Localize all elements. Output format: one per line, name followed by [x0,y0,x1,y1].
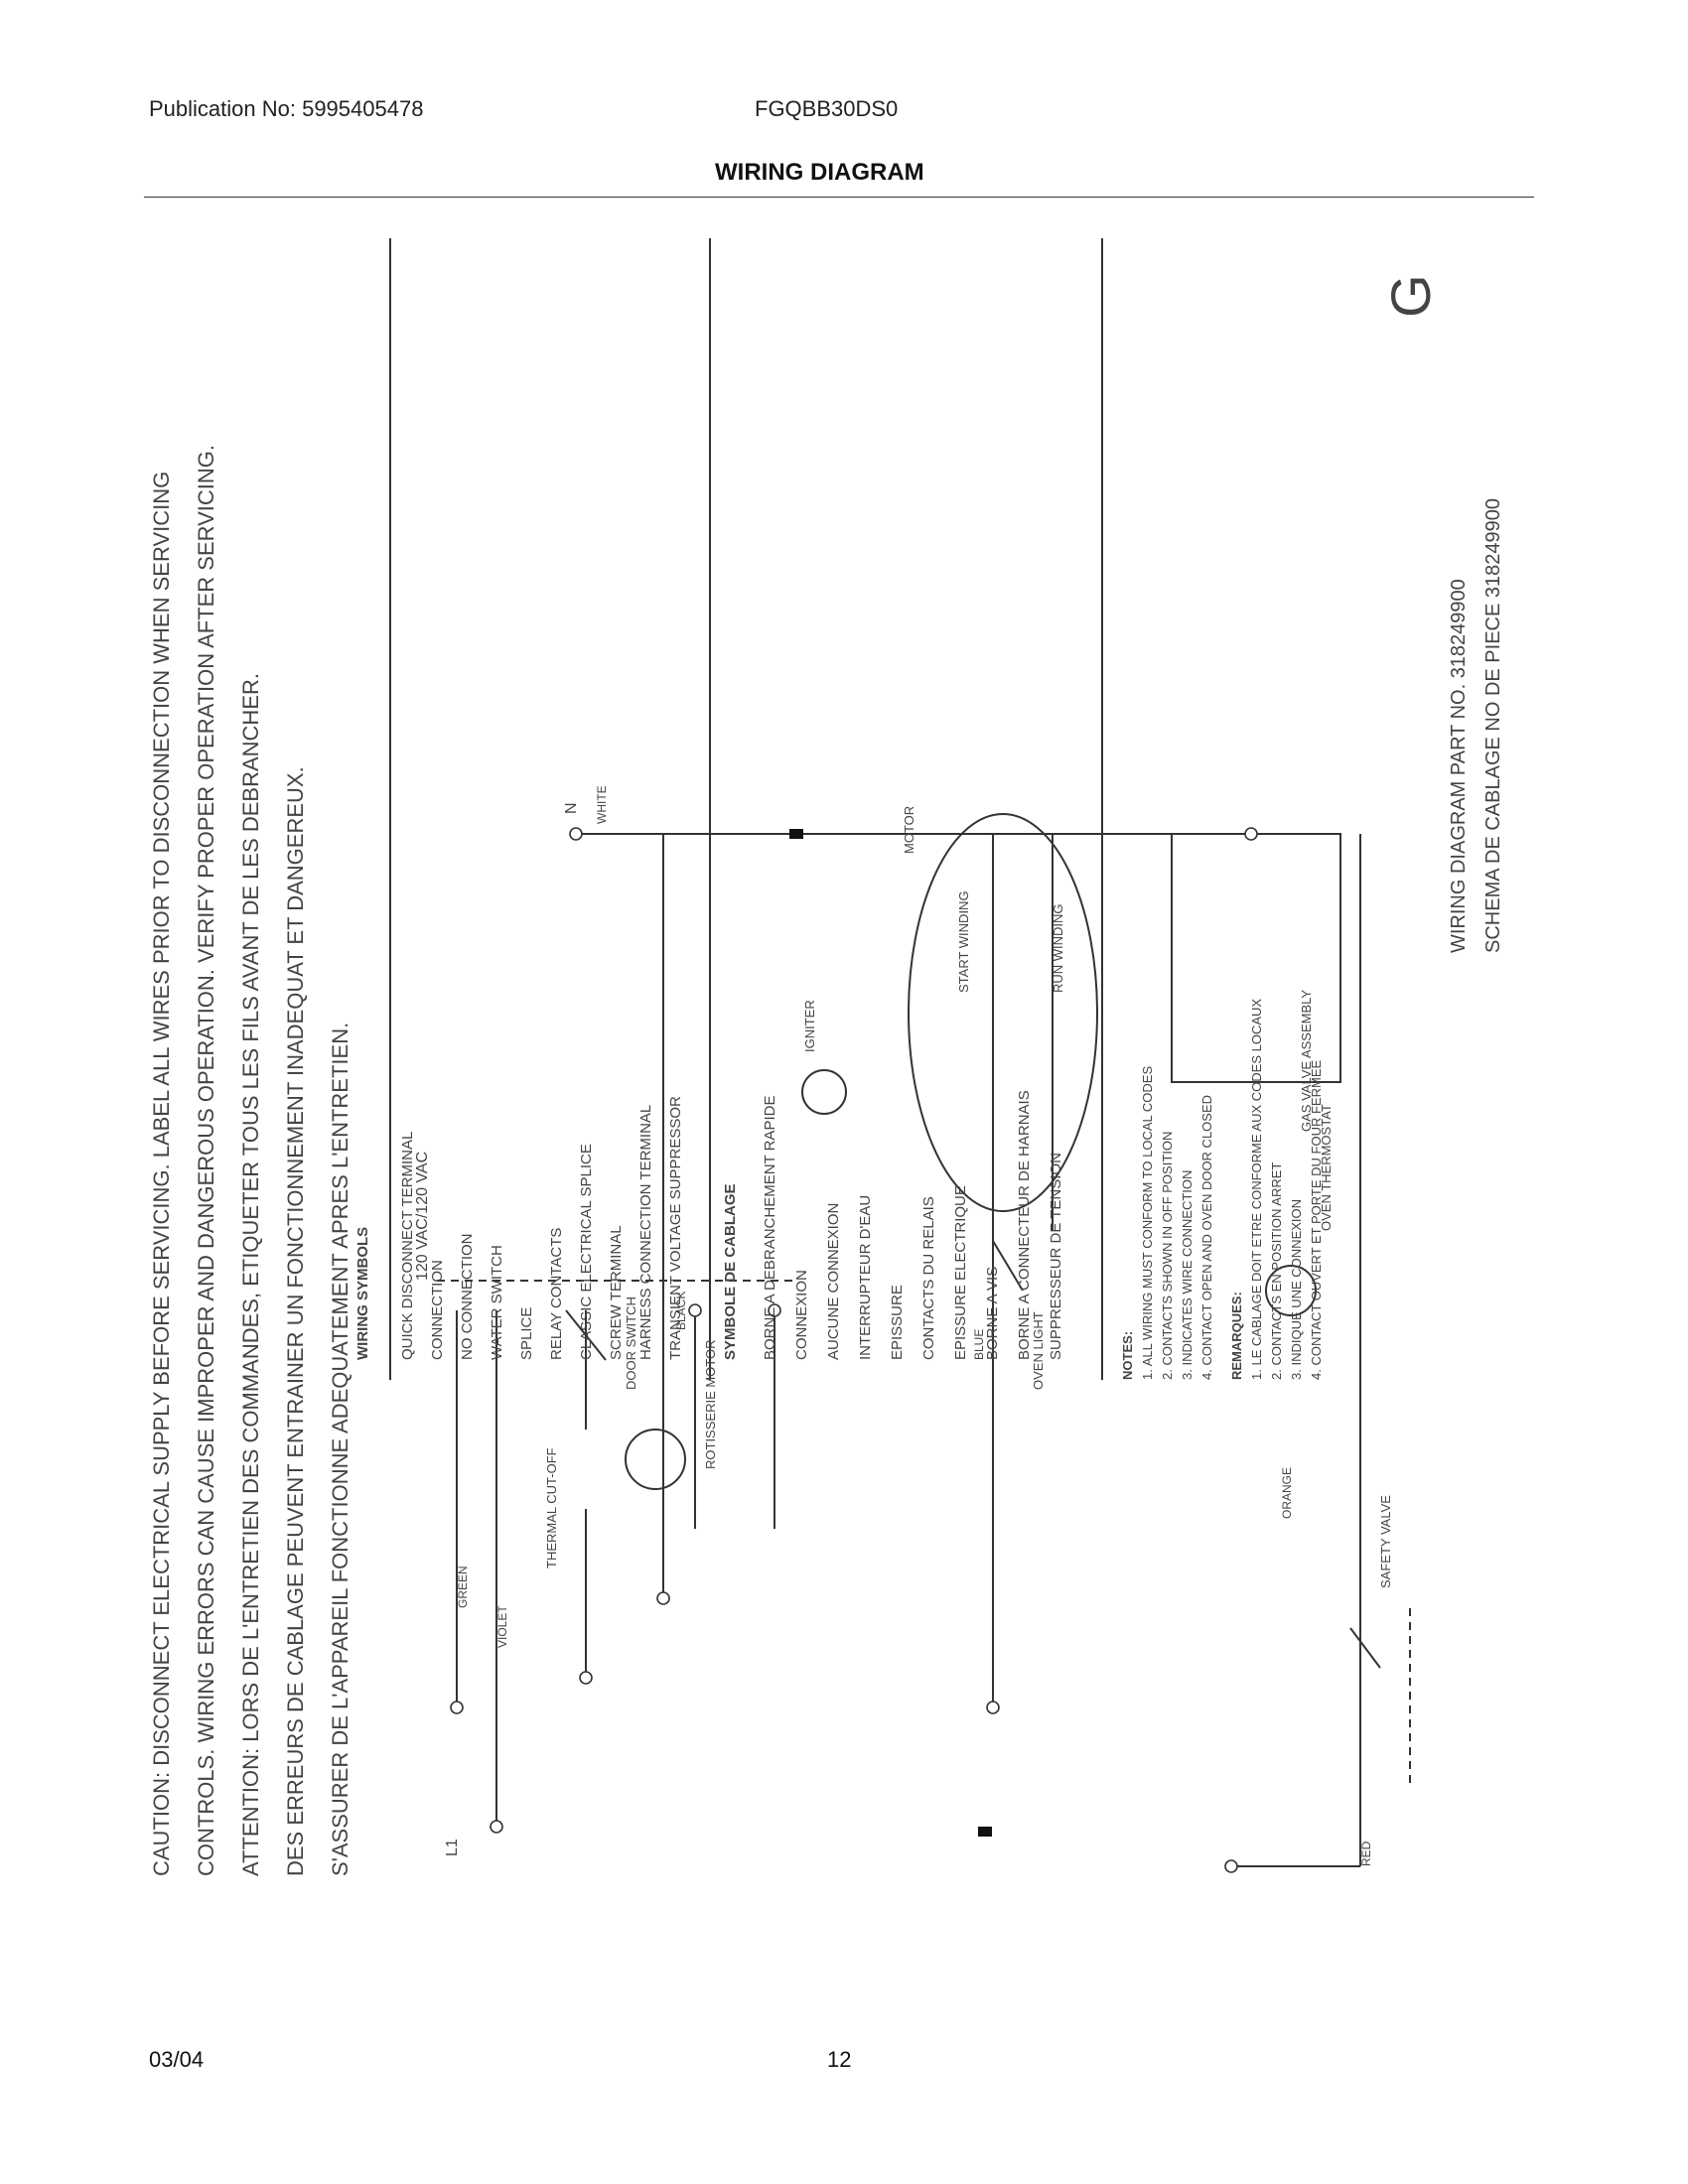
terminal [768,1303,781,1317]
legend-item-fr: EPISSURE [889,1285,906,1360]
notes-title-fr: REMARQUES: [1229,1292,1244,1380]
caution-line: ATTENTION: LORS DE L'ENTRETIEN DES COMMA… [238,673,263,1876]
caution-line: S'ASSURER DE L'APPAREIL FONCTIONNE ADEQU… [328,1023,352,1876]
part-number: WIRING DIAGRAM PART NO. 318249900 [1448,579,1470,953]
wiring-diagram: CAUTION: DISCONNECT ELECTRICAL SUPPLY BE… [149,238,1504,1876]
supply-neutral: N [563,802,580,814]
legend-item: RELAY CONTACTS [548,1228,565,1360]
component-labels: MOTOR START WINDING RUN WINDING IGNITER … [544,806,1393,1588]
wire-label: GREEN [456,1566,470,1608]
wire-label: ORANGE [1280,1467,1294,1519]
note-item-fr: 1. LE CABLAGE DOIT ETRE CONFORME AUX COD… [1249,999,1264,1380]
note-item: 2. CONTACTS SHOWN IN OFF POSITION [1160,1132,1175,1380]
caution-line: CAUTION: DISCONNECT ELECTRICAL SUPPLY BE… [149,472,174,1876]
label-igniter: IGNITER [802,1000,817,1052]
rotisserie-symbol [625,1429,686,1490]
terminal [656,1591,670,1605]
terminal [688,1303,702,1317]
splice-marker [789,829,803,839]
terminal [1244,827,1258,841]
wire-label: BLUE [972,1329,986,1360]
legend-item: CLASSIC ELECTRICAL SPLICE [578,1144,595,1360]
legend-item-fr: CONNEXION [793,1270,810,1360]
label-safety-valve: SAFETY VALVE [1378,1495,1393,1588]
terminal [579,1671,593,1685]
terminal [986,1701,1000,1714]
legend-item: SPLICE [518,1307,535,1360]
door-switch [565,1309,607,1361]
splice-marker [978,1827,992,1837]
notes-block: NOTES: 1. ALL WIRING MUST CONFORM TO LOC… [1120,999,1324,1380]
page-title: WIRING DIAGRAM [715,159,924,186]
legend-english: WIRING SYMBOLS QUICK DISCONNECT TERMINAL… [354,1096,684,1360]
legend-title-fr: SYMBOLE DE CABLAGE [722,1183,739,1360]
legend-item: WATER SWITCH [489,1245,505,1360]
legend-item-fr: CONTACTS DU RELAIS [920,1196,937,1360]
legend-item: TRANSIENT VOLTAGE SUPPRESSOR [667,1096,684,1360]
legend-item-fr: BORNE A CONNECTEUR DE HARNAIS [1016,1090,1033,1360]
terminal [1224,1859,1238,1873]
note-item: 4. CONTACT OPEN AND OVEN DOOR CLOSED [1199,1095,1214,1380]
supply-voltage: 120 VAC/120 VAC [414,1152,431,1281]
model-number: FGQBB30DS0 [755,96,899,121]
supply-line: L1 [444,1839,461,1856]
wire-label: WHITE [595,785,609,824]
note-item-fr: 4. CONTACT OUVERT ET PORTE DU FOUR FERME… [1309,1060,1324,1380]
legend-item-fr: SUPPRESSEUR DE TENSION [1048,1153,1064,1360]
label-thermal-cutoff: THERMAL CUT-OFF [544,1447,559,1569]
label-run-winding: RUN WINDING [1051,903,1065,993]
safety-switch [1349,1627,1381,1669]
label-oven-light: OVEN LIGHT [1031,1311,1046,1390]
label-gas-valve: GAS VALVE ASSEMBLY [1299,990,1314,1132]
legend-item-fr: INTERRUPTEUR D'EAU [857,1195,874,1360]
caution-block: CAUTION: DISCONNECT ELECTRICAL SUPPLY BE… [149,445,352,1876]
igniter-symbol [801,1069,847,1115]
label-door-switch: DOOR SWITCH [624,1297,638,1390]
terminal-neutral [569,827,583,841]
wire-label: VIOLET [495,1605,509,1648]
part-number-fr: SCHEMA DE CABLAGE NO DE PIECE 318249900 [1482,498,1504,953]
legend-item: CONNECTION [429,1260,446,1360]
label-rotisserie: ROTISSERIE MOTOR [703,1340,718,1470]
revision-letter: G [1379,274,1442,318]
publication-number: Publication No: 5995405478 [149,96,424,121]
note-item-fr: 2. CONTACTS EN POSITION ARRET [1269,1162,1284,1380]
wire-color-labels: WHITE BLACK RED BLUE ORANGE VIOLET GREEN [456,785,1373,1866]
legend-item-fr: BORNE A VIS [984,1267,1001,1360]
page-number: 12 [827,2047,852,2072]
legend-title: WIRING SYMBOLS [354,1227,371,1360]
note-item: 1. ALL WIRING MUST CONFORM TO LOCAL CODE… [1140,1066,1155,1380]
legend-item-fr: AUCUNE CONNEXION [825,1203,842,1360]
note-item-fr: 3. INDIQUE UNE CONNEXION [1289,1199,1304,1380]
light-switch [992,1240,1024,1292]
label-oven-thermostat: OVEN THERMOSTAT [1319,1104,1334,1231]
legend-item: NO CONNECTION [459,1234,476,1361]
legend-item: SCREW TERMINAL [608,1225,625,1360]
terminal [490,1820,503,1834]
terminal [450,1701,464,1714]
label-start-winding: START WINDING [956,890,971,993]
legend-item: QUICK DISCONNECT TERMINAL [399,1132,416,1360]
note-item: 3. INDICATES WIRE CONNECTION [1180,1170,1195,1380]
legend-item-fr: BORNE A DEBRANCHEMENT RAPIDE [762,1096,778,1360]
legend-french: SYMBOLE DE CABLAGE BORNE A DEBRANCHEMENT… [722,1090,1064,1360]
notes-title: NOTES: [1120,1331,1135,1380]
wire-label: RED [1359,1841,1373,1866]
caution-line: CONTROLS. WIRING ERRORS CAN CAUSE IMPROP… [194,445,218,1876]
header-rule [144,197,1534,198]
thermostat-bulb [1265,1265,1317,1316]
wire-label: BLACK [674,1292,688,1330]
label-motor: MOTOR [902,806,916,854]
caution-line: DES ERREURS DE CABLAGE PEUVENT ENTRAINER… [283,766,308,1876]
legend-item-fr: EPISSURE ELECTRIQUE [952,1185,969,1360]
motor-housing [908,813,1098,1212]
footer-date: 03/04 [149,2047,205,2072]
legend-item: HARNESS CONNECTION TERMINAL [637,1105,654,1360]
